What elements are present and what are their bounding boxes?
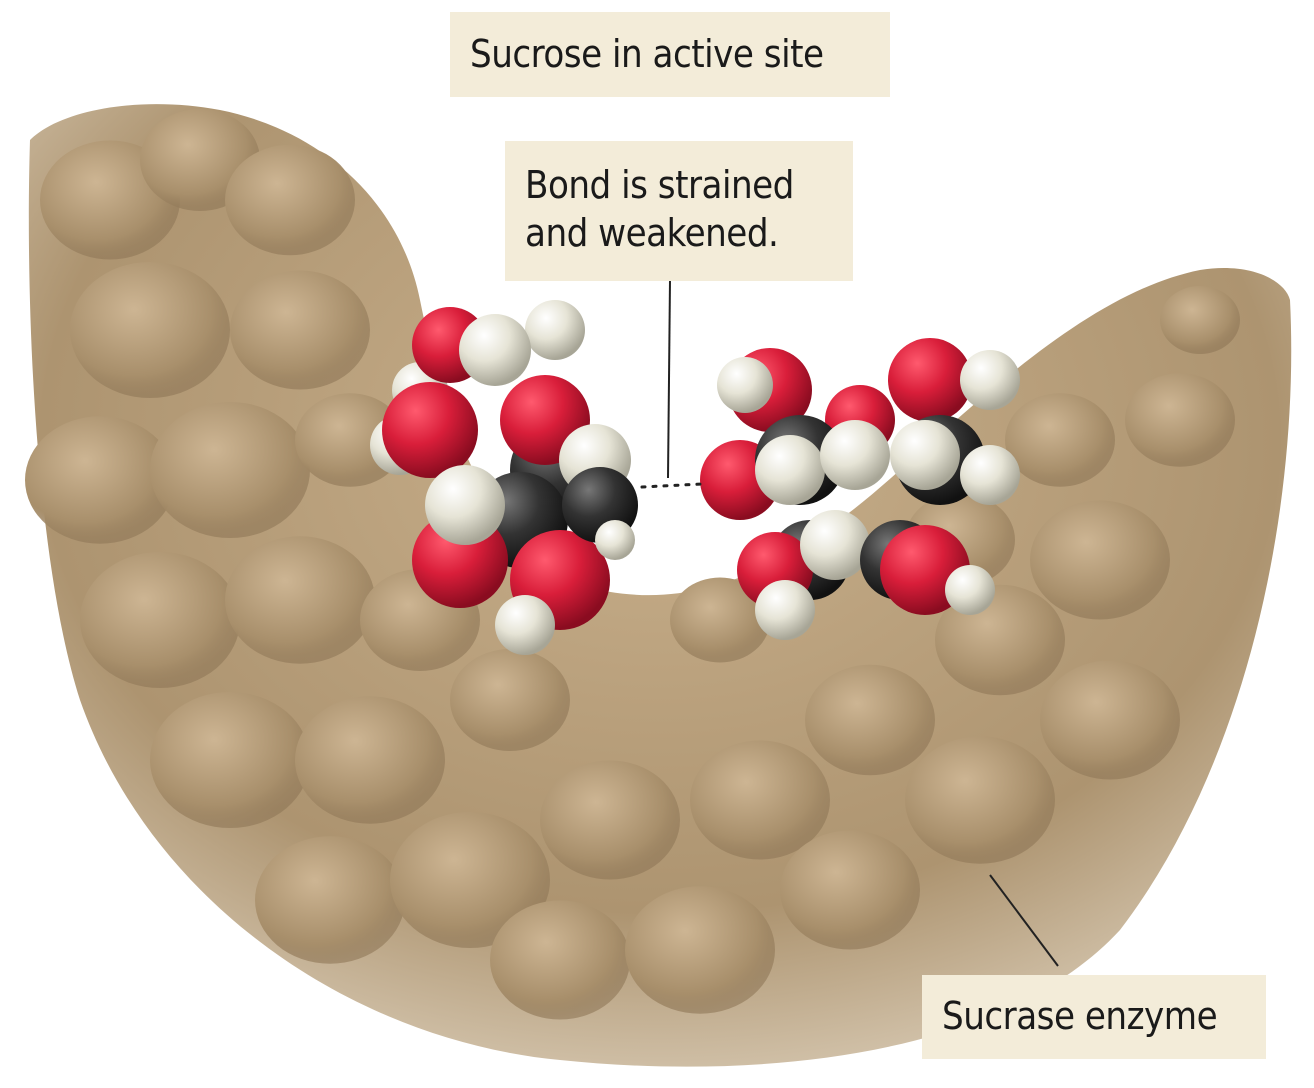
hydrogen-atom <box>459 314 531 386</box>
surface-bump <box>1040 660 1180 780</box>
surface-bump <box>70 262 230 398</box>
surface-bump <box>1125 373 1235 467</box>
surface-bump <box>1030 500 1170 620</box>
bond-label-line-1: Bond is strained <box>525 163 794 207</box>
surface-bump <box>150 402 310 538</box>
surface-bump <box>1005 393 1115 487</box>
hydrogen-atom <box>960 350 1020 410</box>
hydrogen-atom <box>495 595 555 655</box>
surface-bump <box>450 649 570 751</box>
sucrose-active-site-label: Sucrose in active site <box>450 12 890 97</box>
bond-leader-line <box>667 279 671 479</box>
glucose-ring <box>370 300 638 655</box>
surface-bump <box>390 812 550 948</box>
sucrase-enzyme-surface <box>25 104 1292 1067</box>
surface-bump <box>805 664 935 776</box>
hydrogen-atom <box>960 445 1020 505</box>
hydrogen-atom <box>820 420 890 490</box>
hydrogen-atom <box>890 420 960 490</box>
surface-bump <box>295 696 445 824</box>
hydrogen-atom <box>755 435 825 505</box>
hydrogen-atom <box>525 300 585 360</box>
surface-bump <box>1160 286 1240 354</box>
surface-bump <box>230 270 370 390</box>
strained-bond-dotted-line <box>640 482 704 489</box>
fructose-ring <box>700 338 1020 640</box>
surface-bump <box>80 552 240 688</box>
oxygen-atom <box>382 382 478 478</box>
surface-bump <box>540 760 680 880</box>
surface-bump <box>625 886 775 1014</box>
hydrogen-atom <box>595 520 635 560</box>
surface-bump <box>225 144 355 256</box>
oxygen-atom <box>888 338 972 422</box>
bond-label-line-2: and weakened. <box>525 211 779 255</box>
hydrogen-atom <box>800 510 870 580</box>
surface-bump <box>150 692 310 828</box>
surface-bump <box>780 830 920 950</box>
hydrogen-atom <box>945 565 995 615</box>
surface-bump <box>670 577 770 663</box>
surface-bump <box>225 536 375 664</box>
sucrase-enzyme-label: Sucrase enzyme <box>922 975 1266 1059</box>
surface-bump <box>905 736 1055 864</box>
sucrose-molecule <box>370 300 1020 655</box>
enzyme-leader-line <box>989 874 1059 967</box>
surface-bump <box>25 416 175 544</box>
surface-bump <box>690 740 830 860</box>
bond-strained-label: Bond is strained and weakened. <box>505 141 853 281</box>
surface-bump <box>490 900 630 1020</box>
hydrogen-atom <box>755 580 815 640</box>
surface-bump <box>255 836 405 964</box>
hydrogen-atom <box>717 357 773 413</box>
hydrogen-atom <box>425 465 505 545</box>
